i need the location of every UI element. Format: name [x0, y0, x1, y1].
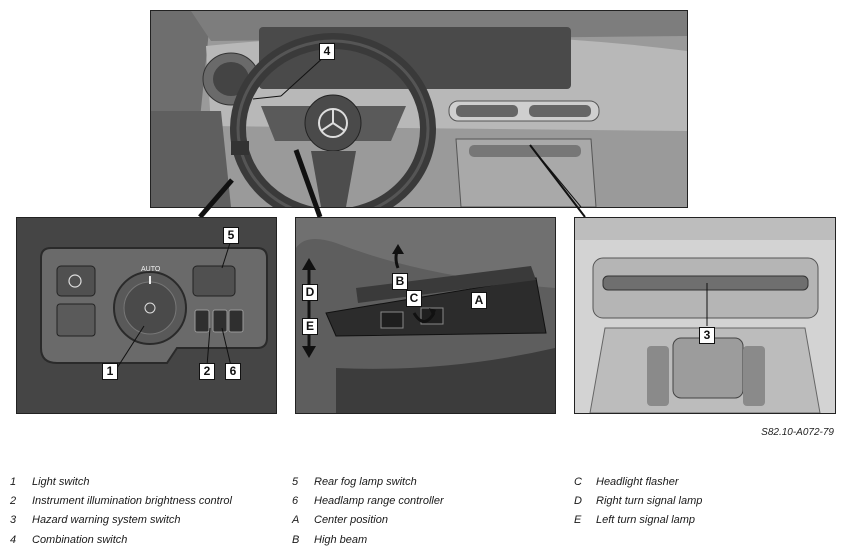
legend-key: 4: [10, 534, 17, 546]
legend-label: Left turn signal lamp: [596, 514, 696, 526]
legend-item: 6 Headlamp range controller: [292, 495, 444, 507]
legend-label: Light switch: [32, 476, 90, 488]
legend-item: 5 Rear fog lamp switch: [292, 476, 417, 488]
dashboard-overview-image: 4: [150, 10, 688, 208]
legend-item: 1 Light switch: [10, 476, 89, 488]
callout-1: 1: [102, 363, 118, 380]
legend-item: 2 Instrument illumination brightness cont…: [10, 495, 232, 507]
legend-key: 5: [292, 476, 299, 488]
connector-lines: [198, 144, 586, 219]
legend-item: C Headlight flasher: [574, 476, 679, 488]
legend-label: Headlamp range controller: [314, 495, 444, 507]
legend-label: Right turn signal lamp: [596, 495, 703, 507]
legend-item: A Center position: [292, 514, 388, 526]
callout-6: 6: [225, 363, 241, 380]
callout-D: D: [302, 284, 318, 301]
figure-reference: S82.10-A072-79: [761, 427, 834, 438]
callout-E: E: [302, 318, 318, 335]
legend-key: B: [292, 534, 300, 546]
legend-item: B High beam: [292, 534, 367, 546]
callout-B: B: [392, 273, 408, 290]
legend-key: D: [574, 495, 582, 507]
legend-item: 3 Hazard warning system switch: [10, 514, 181, 526]
legend-key: A: [292, 514, 300, 526]
center-console-drawing: [575, 218, 835, 413]
legend-label: Center position: [314, 514, 388, 526]
light-switch-drawing: [17, 218, 276, 413]
legend-item: E Left turn signal lamp: [574, 514, 695, 526]
legend-label: High beam: [314, 534, 368, 546]
callout-A: A: [471, 292, 487, 309]
legend-item: 4 Combination switch: [10, 534, 127, 546]
legend-label: Hazard warning system switch: [32, 514, 181, 526]
legend-key: 3: [10, 514, 17, 526]
light-switch-panel-image: AUTO 5 1 2 6: [16, 217, 277, 414]
legend-item: D Right turn signal lamp: [574, 495, 702, 507]
legend-key: E: [574, 514, 582, 526]
auto-label: AUTO: [141, 266, 161, 273]
legend-label: Headlight flasher: [596, 476, 679, 488]
callout-2: 2: [199, 363, 215, 380]
center-console-image: 3: [574, 217, 836, 414]
callout-5: 5: [223, 227, 239, 244]
callout-C: C: [406, 290, 422, 307]
legend-label: Rear fog lamp switch: [314, 476, 417, 488]
legend-key: 1: [10, 476, 17, 488]
callout-3: 3: [699, 327, 715, 344]
legend-key: 2: [10, 495, 17, 507]
legend-label: Combination switch: [32, 534, 128, 546]
callout-4: 4: [319, 43, 335, 60]
combination-switch-drawing: [296, 218, 555, 413]
legend-key: C: [574, 476, 582, 488]
legend-label: Instrument illumination brightness contr…: [32, 495, 232, 507]
legend-key: 6: [292, 495, 299, 507]
combination-switch-image: B C A D E: [295, 217, 556, 414]
